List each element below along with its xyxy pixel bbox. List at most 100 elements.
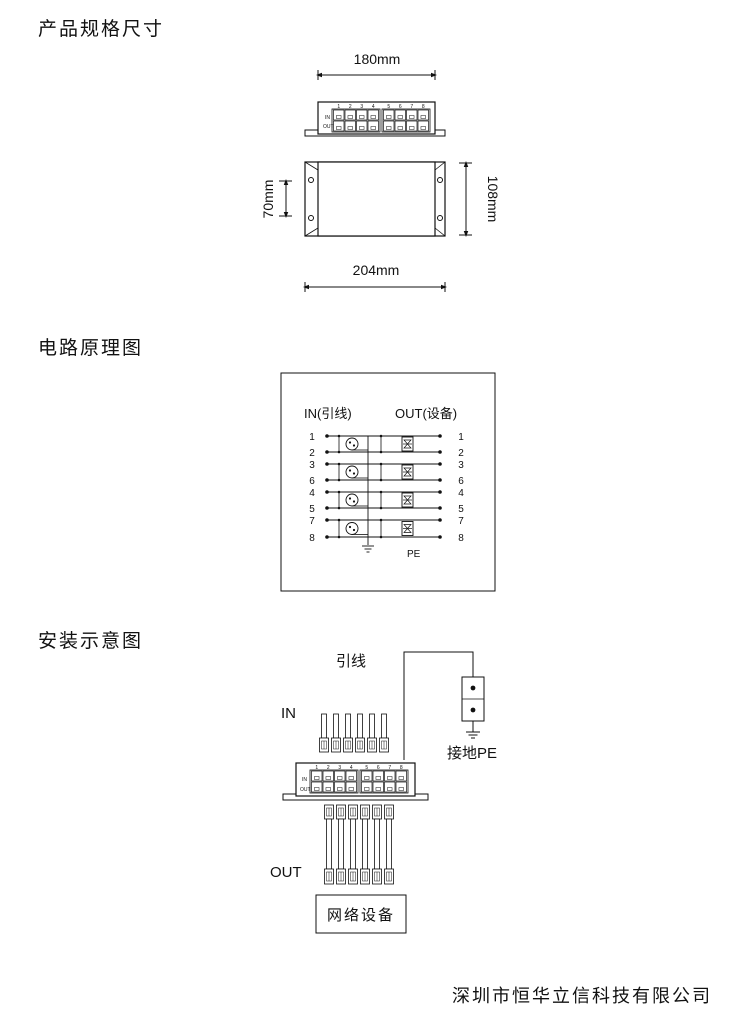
port-number: 3: [338, 765, 341, 771]
gas-discharge-tube: [345, 465, 359, 479]
rj45-socket: [384, 770, 396, 782]
rj45-socket: [384, 781, 396, 793]
rj45-socket: [333, 109, 345, 121]
rj45-socket: [383, 109, 395, 121]
rj45-socket: [361, 781, 373, 793]
mount-hole: [308, 215, 314, 221]
cable: [326, 818, 332, 870]
footer-company: 深圳市恒华立信科技有限公司: [452, 986, 712, 1007]
circuit-node: [325, 506, 329, 510]
gas-discharge-tube: [345, 522, 359, 535]
circuit-node: [325, 490, 329, 494]
rj45-socket: [367, 120, 379, 132]
rj45-socket: [356, 120, 368, 132]
port-block: [381, 108, 431, 133]
section-title-dimensions: 产品规格尺寸: [38, 18, 165, 40]
rj45-socket: [394, 109, 406, 121]
rj45-socket: [334, 781, 346, 793]
rj45-socket: [367, 109, 379, 121]
port-number: 7: [410, 104, 413, 110]
circuit-node: [325, 518, 329, 522]
cable: [369, 713, 375, 739]
height-outer-label: 108mm: [485, 176, 501, 223]
circuit-node: [325, 462, 329, 466]
circuit-node: [438, 490, 442, 494]
circuit-frame: [280, 372, 496, 592]
rj45-socket: [334, 770, 346, 782]
port-number: 6: [377, 765, 380, 771]
in-cables: [319, 713, 389, 753]
rj45-socket: [344, 109, 356, 121]
circuit-node: [325, 434, 329, 438]
rj45-socket: [406, 120, 418, 132]
circuit-node: [438, 535, 442, 539]
rj45-socket: [406, 109, 418, 121]
port-number: 6: [399, 104, 402, 110]
cable: [357, 713, 363, 739]
circuit-node: [438, 450, 442, 454]
cable: [333, 713, 339, 739]
network-device-box: [315, 894, 407, 934]
port-number: 5: [365, 765, 368, 771]
rj45-socket: [383, 120, 395, 132]
circuit-right-pin: 4: [458, 488, 464, 499]
circuit-right-pin: 5: [458, 504, 464, 515]
circuit-left-pin: 3: [309, 460, 315, 471]
section-title-circuit: 电路原理图: [38, 337, 144, 359]
circuit-out-header: OUT(设备): [395, 406, 457, 421]
out-cables: [324, 804, 394, 885]
rj45-socket: [395, 770, 407, 782]
network-device-label: 网络设备: [327, 907, 395, 924]
circuit-right-pin: 8: [458, 533, 464, 544]
rj45-socket: [311, 781, 323, 793]
circuit-left-pin: 5: [309, 504, 315, 515]
port-number: 4: [372, 104, 375, 110]
cable: [345, 713, 351, 739]
circuit-node: [325, 535, 329, 539]
mount-hole: [308, 177, 314, 183]
rj45-socket: [417, 120, 429, 132]
rj45-socket: [372, 781, 384, 793]
cable: [381, 713, 387, 739]
port-block: [359, 769, 409, 794]
rj45-socket: [322, 770, 334, 782]
cable: [386, 818, 392, 870]
rj45-socket: [345, 781, 357, 793]
install-lead-label: 引线: [336, 653, 366, 670]
circuit-left-pin: 8: [309, 533, 315, 544]
rj45-socket: [333, 120, 345, 132]
mount-hole: [437, 177, 443, 183]
circuit-left-pin: 2: [309, 448, 315, 459]
height-inner-label: 70mm: [260, 180, 276, 219]
front-in-label: IN: [325, 115, 330, 121]
section-title-install: 安装示意图: [38, 630, 144, 652]
port-number: 1: [315, 765, 318, 771]
install-ground-label: 接地PE: [447, 745, 497, 762]
install-in-label: IN: [281, 705, 296, 722]
circuit-node: [438, 506, 442, 510]
rj45-socket: [311, 770, 323, 782]
top-view: [304, 161, 446, 237]
circuit-node: [325, 450, 329, 454]
circuit-node: [438, 434, 442, 438]
install-port-grid: [309, 769, 409, 794]
rj45-socket: [395, 781, 407, 793]
circuit-left-pin: 7: [309, 516, 315, 527]
cable: [350, 818, 356, 870]
rj45-socket: [372, 770, 384, 782]
cable: [338, 818, 344, 870]
circuit-left-pin: 6: [309, 476, 315, 487]
rj45-socket: [322, 781, 334, 793]
circuit-left-pin: 1: [309, 432, 315, 443]
ground-wire: [403, 651, 474, 760]
port-number: 8: [400, 765, 403, 771]
port-block: [331, 108, 381, 133]
port-number: 5: [387, 104, 390, 110]
circuit-right-pin: 1: [458, 432, 464, 443]
